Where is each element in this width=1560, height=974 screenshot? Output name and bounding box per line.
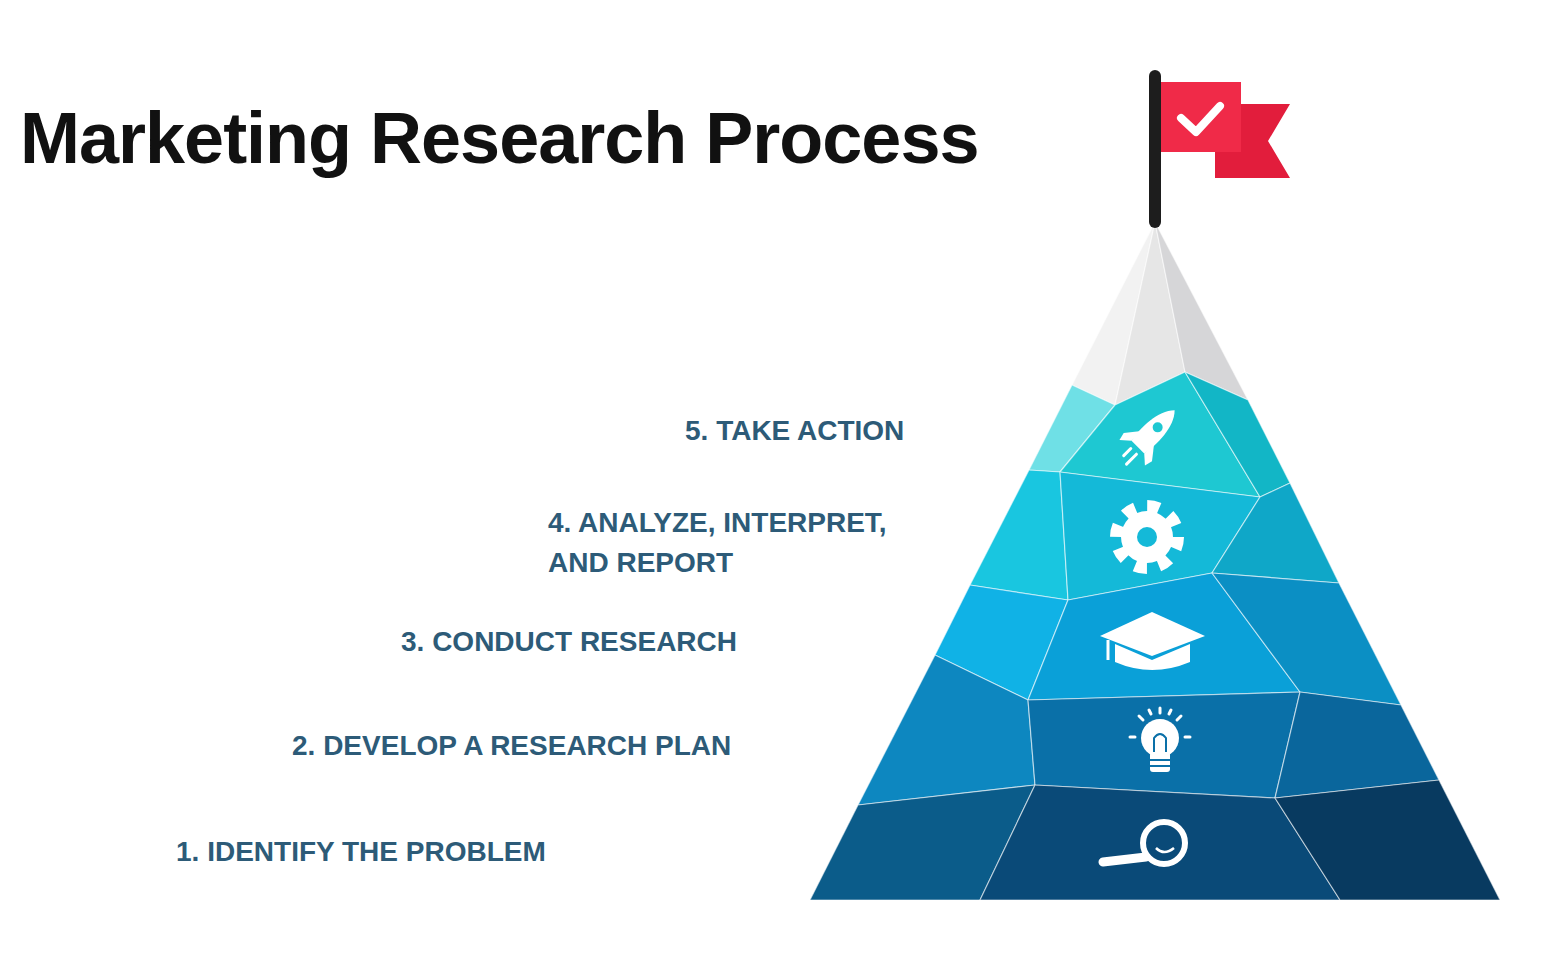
- step-label: 3. CONDUCT RESEARCH: [401, 622, 737, 662]
- cap-board: [1100, 612, 1205, 656]
- gear-body: [1121, 511, 1173, 563]
- snow-facet: [1155, 222, 1248, 400]
- gear-icon: [1116, 506, 1178, 568]
- bulb-thread: [1150, 759, 1170, 761]
- bulb-ray: [1139, 716, 1143, 720]
- diagram-title: Marketing Research Process: [20, 102, 978, 174]
- pyramid-facets: [810, 222, 1500, 900]
- flag-cloth: [1161, 82, 1241, 152]
- magnifier-icon: [1103, 822, 1185, 864]
- band-facet: [1275, 780, 1500, 900]
- bulb-ray: [1177, 716, 1181, 720]
- bulb-ray: [1159, 708, 1162, 713]
- lens-glint: [1156, 848, 1174, 852]
- rocket-icon: [1110, 396, 1189, 475]
- step-label: 5. TAKE ACTION: [685, 411, 904, 451]
- rocket-window: [1151, 420, 1165, 434]
- bulb-ray: [1149, 710, 1151, 714]
- light-bulb-icon: [1130, 708, 1190, 772]
- bulb-glass: [1141, 719, 1179, 757]
- band-facet: [970, 470, 1068, 600]
- rocket-body: [1130, 403, 1182, 455]
- graduation-cap-icon: [1100, 612, 1205, 670]
- rocket-fin: [1139, 444, 1162, 467]
- gear-teeth: [1116, 506, 1178, 568]
- bulb-thread: [1150, 765, 1170, 767]
- bulb-filament: [1154, 734, 1166, 752]
- cap-tassel: [1107, 640, 1110, 660]
- step-label: 2. DEVELOP A RESEARCH PLAN: [292, 726, 731, 766]
- step-label: 1. IDENTIFY THE PROBLEM: [176, 832, 546, 872]
- bulb-ray: [1185, 736, 1190, 739]
- band-facet: [1185, 372, 1290, 497]
- bulb-ray: [1169, 710, 1171, 714]
- rocket-trail: [1124, 449, 1131, 456]
- gear-hole: [1137, 527, 1157, 547]
- bulb-base: [1150, 752, 1170, 772]
- band-facet: [858, 655, 1035, 805]
- summit-flag: [1149, 70, 1290, 228]
- magnifier-handle: [1103, 857, 1146, 862]
- band-facet: [1028, 692, 1300, 798]
- bulb-ray: [1130, 736, 1135, 739]
- flag-pole: [1149, 70, 1161, 228]
- rocket-fin: [1118, 423, 1141, 446]
- check-mark: [1181, 106, 1220, 132]
- band-facet: [1212, 483, 1339, 583]
- bulb-rays: [1130, 708, 1190, 737]
- band-facet: [1212, 573, 1401, 705]
- rocket-trail: [1127, 454, 1137, 464]
- step-label: 4. ANALYZE, INTERPRET, AND REPORT: [548, 503, 948, 583]
